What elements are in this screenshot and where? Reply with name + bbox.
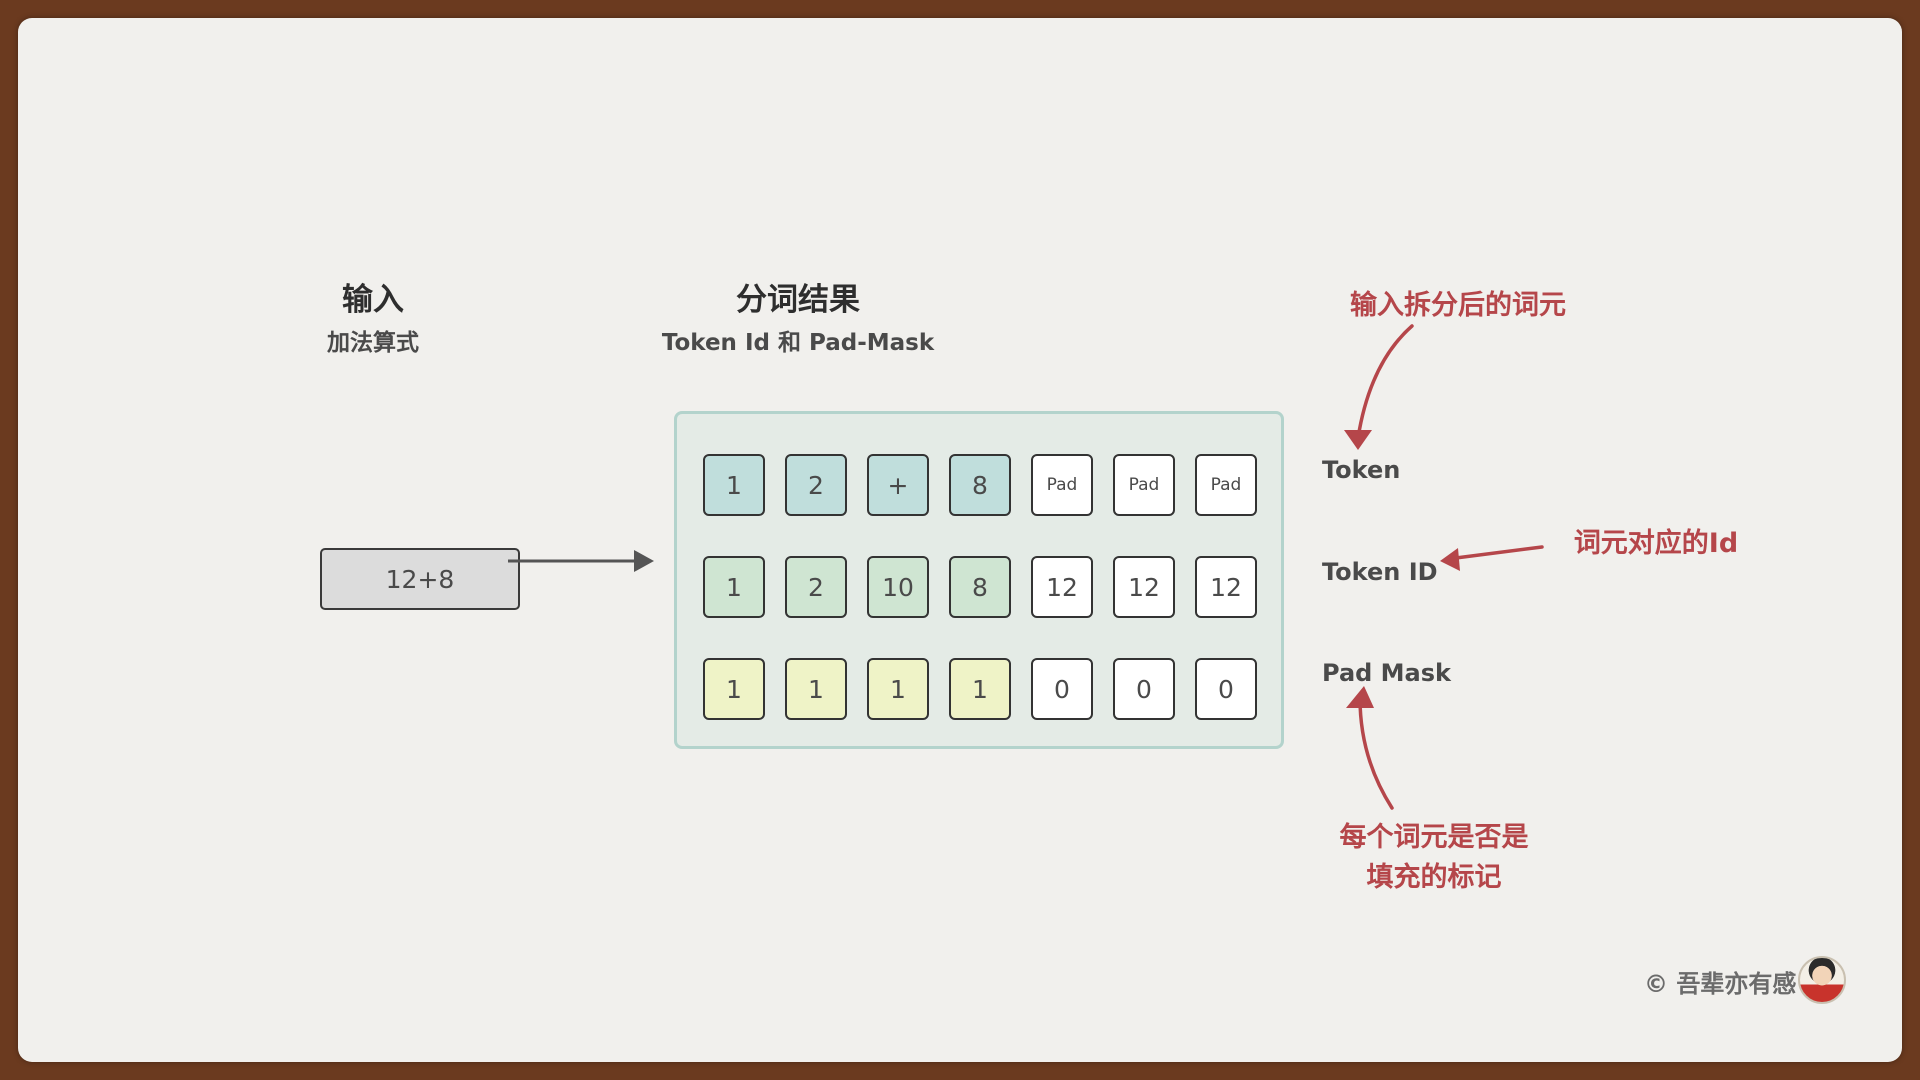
slide-canvas: 输入 加法算式 12+8 分词结果 Token Id 和 Pad-Mask 1 … xyxy=(18,18,1902,1062)
row-label-token-id: Token ID xyxy=(1322,558,1438,586)
result-title: 分词结果 xyxy=(736,282,860,318)
annotation-token: 输入拆分后的词元 xyxy=(1350,290,1566,321)
input-subtitle: 加法算式 xyxy=(327,330,419,356)
author-avatar xyxy=(1798,956,1846,1004)
pad-mask-cell: 0 xyxy=(1113,658,1175,720)
pad-mask-cell: 1 xyxy=(867,658,929,720)
result-subtitle: Token Id 和 Pad-Mask xyxy=(661,330,935,356)
pad-token-cell: Pad xyxy=(1031,454,1093,516)
pad-token-id-cell: 12 xyxy=(1113,556,1175,618)
pad-mask-cell: 1 xyxy=(949,658,1011,720)
token-id-cell: 2 xyxy=(785,556,847,618)
input-expression-box: 12+8 xyxy=(320,548,520,610)
annotation-token-id: 词元对应的Id xyxy=(1573,528,1739,559)
input-to-grid-arrow-icon xyxy=(508,550,654,572)
pad-mask-cell: 0 xyxy=(1195,658,1257,720)
pad-token-id-cell: 12 xyxy=(1031,556,1093,618)
arrows-layer xyxy=(508,324,1544,810)
pad-mask-cell: 1 xyxy=(703,658,765,720)
pad-mask-cell: 1 xyxy=(785,658,847,720)
token-id-cell: 8 xyxy=(949,556,1011,618)
token-annotation-arrow-icon xyxy=(1344,324,1414,450)
token-id-annotation-arrow-icon xyxy=(1440,545,1544,571)
row-label-pad-mask: Pad Mask xyxy=(1322,659,1451,687)
token-cell: 2 xyxy=(785,454,847,516)
row-label-token: Token xyxy=(1322,456,1401,484)
pad-token-cell: Pad xyxy=(1113,454,1175,516)
token-id-cell: 10 xyxy=(867,556,929,618)
annotation-pad-mask-line2: 填充的标记 xyxy=(1366,862,1502,893)
annotation-pad-mask-line1: 每个词元是否是 xyxy=(1339,822,1529,853)
token-grid-panel: 1 2 + 8 Pad Pad Pad 1 2 10 8 12 12 12 1 … xyxy=(674,411,1284,749)
token-id-cell: 1 xyxy=(703,556,765,618)
input-title: 输入 xyxy=(342,282,404,318)
pad-mask-cell: 0 xyxy=(1031,658,1093,720)
token-cell: 1 xyxy=(703,454,765,516)
pad-mask-annotation-arrow-icon xyxy=(1346,686,1394,810)
pad-token-id-cell: 12 xyxy=(1195,556,1257,618)
copyright-credit: © 吾辈亦有感 xyxy=(1644,970,1797,998)
pad-token-cell: Pad xyxy=(1195,454,1257,516)
token-cell: + xyxy=(867,454,929,516)
token-cell: 8 xyxy=(949,454,1011,516)
